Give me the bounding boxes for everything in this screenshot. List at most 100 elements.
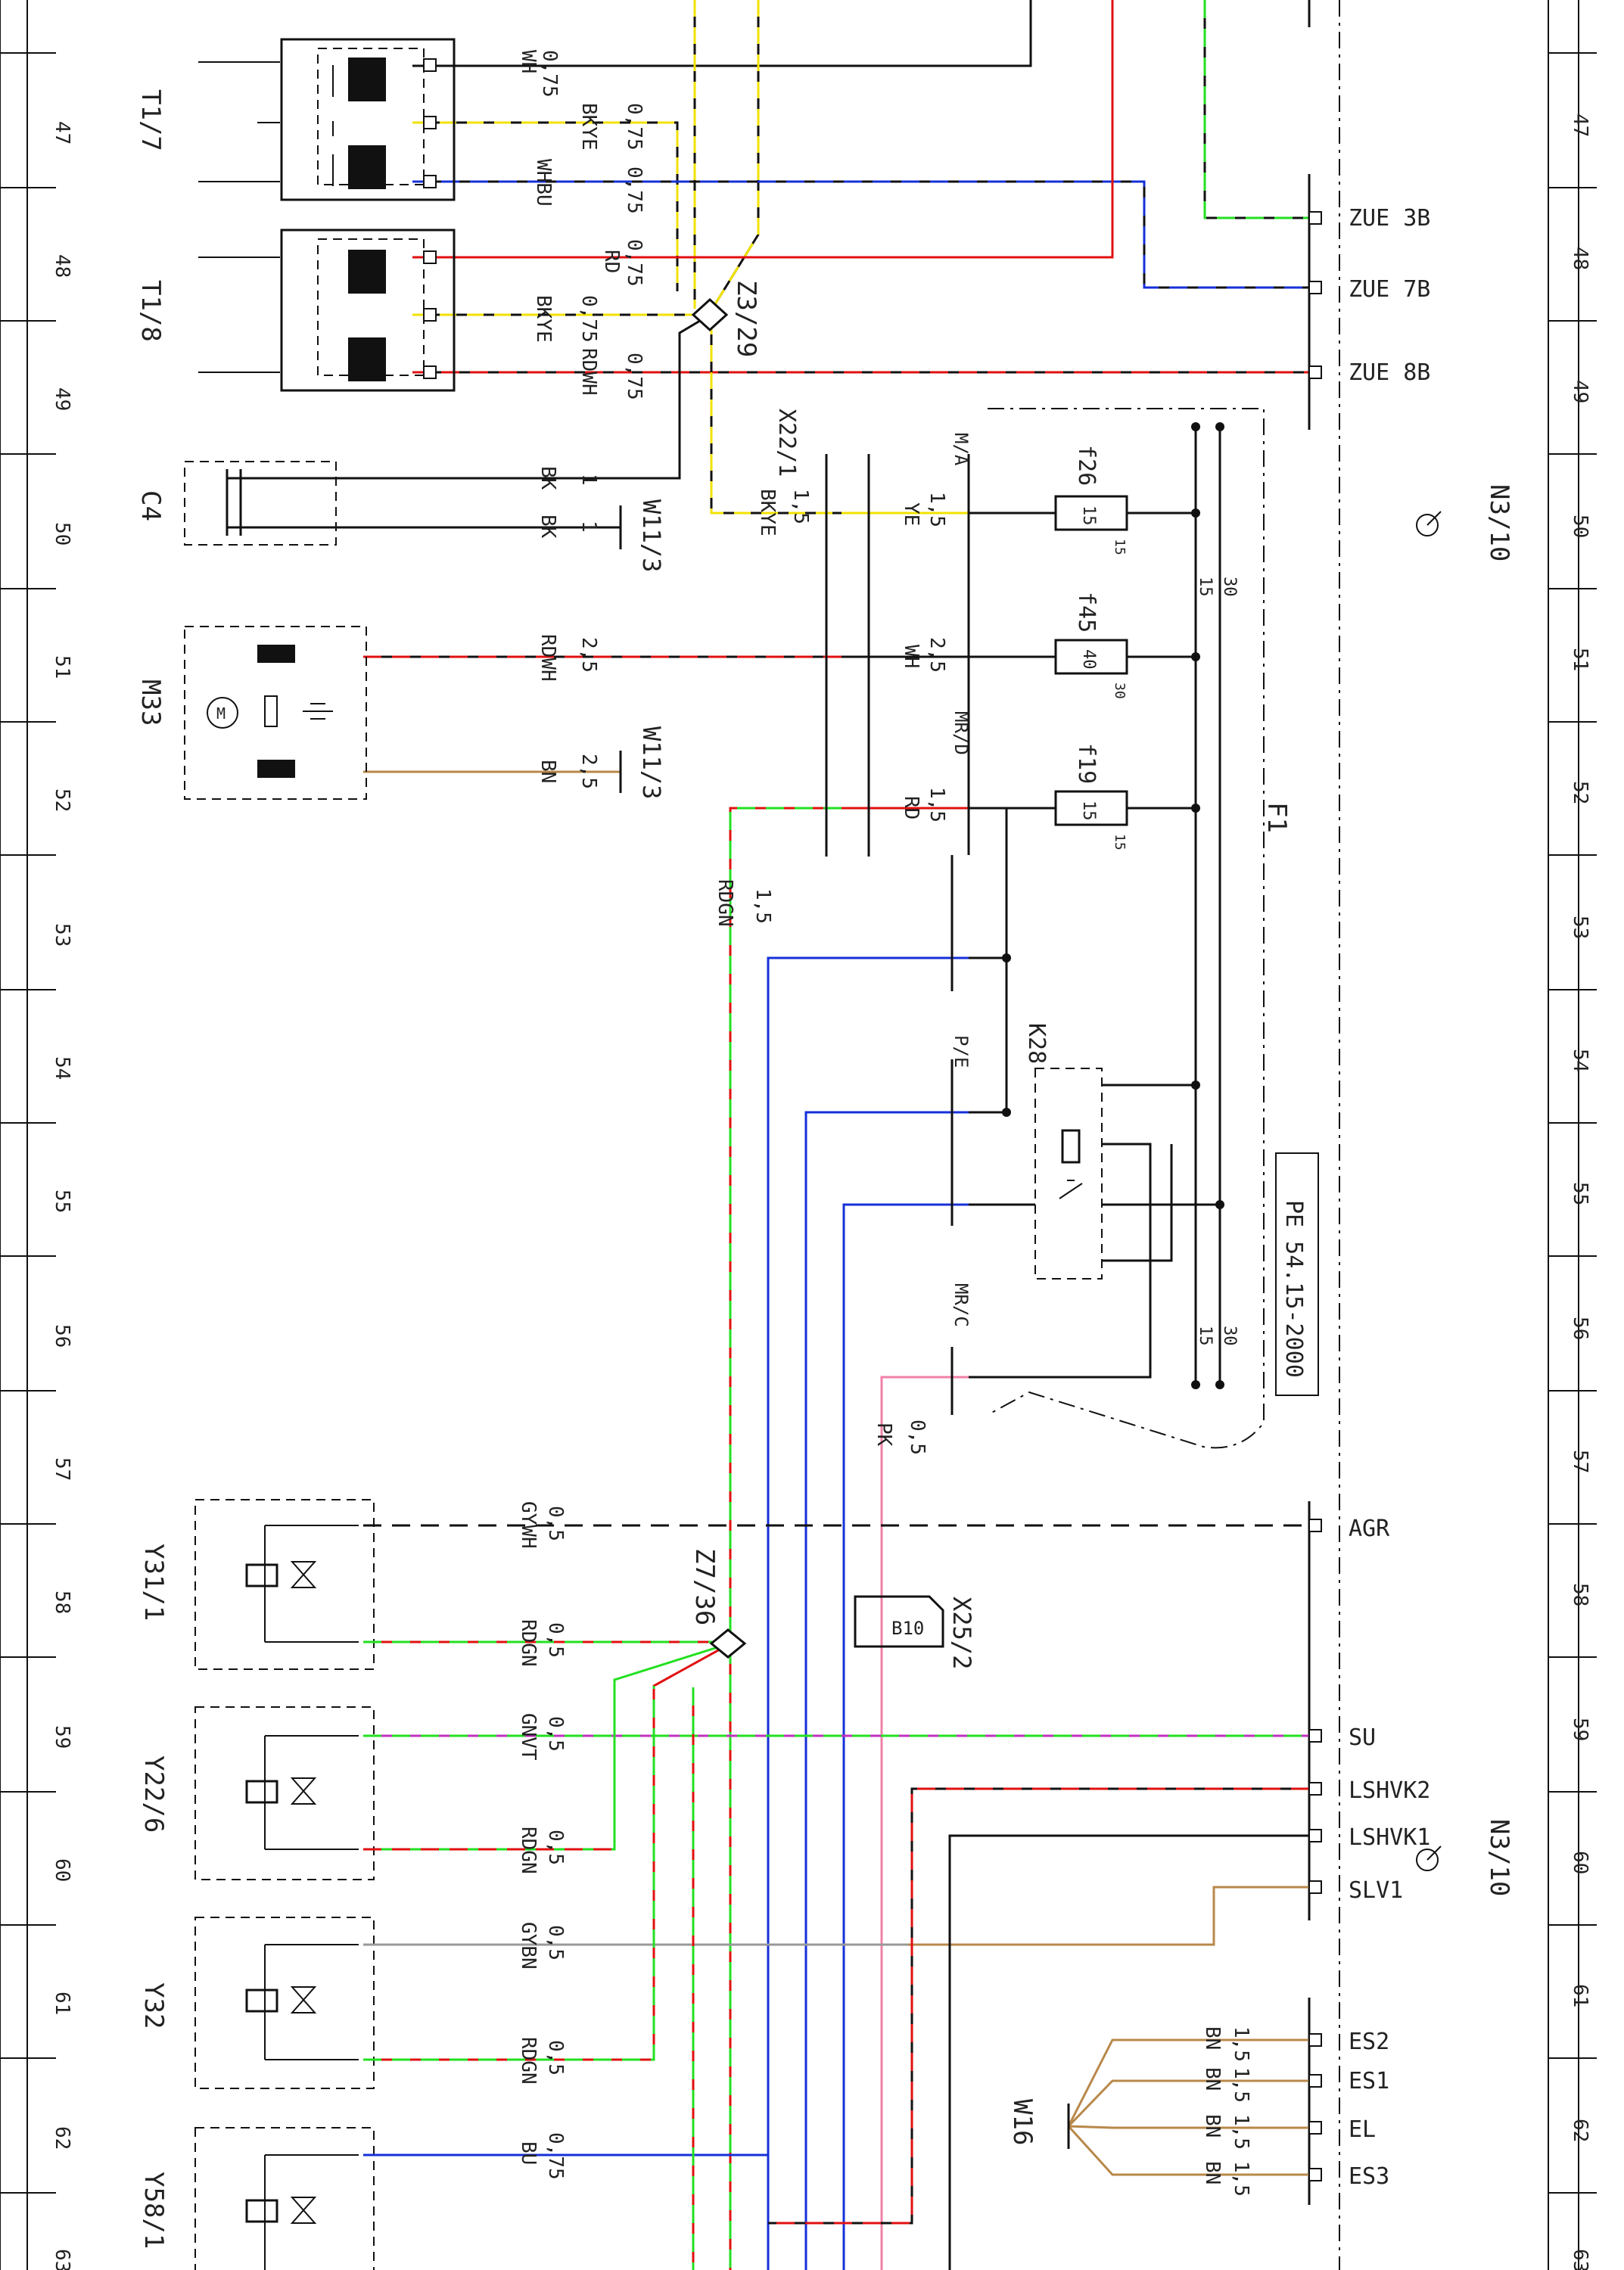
wire-label-size: 0,5 bbox=[544, 2040, 567, 2076]
pin-es1: ES1 bbox=[1349, 2068, 1389, 2094]
wire-label-size: 1,5 bbox=[1230, 2114, 1252, 2150]
row-num: 60 bbox=[51, 1858, 73, 1882]
row-numbers-left: 47 48 49 50 51 52 53 54 55 56 57 58 59 6… bbox=[51, 121, 73, 2270]
m33-motor-symbol: M bbox=[216, 704, 226, 723]
wire-label-size: 1,5 bbox=[926, 492, 948, 527]
z7-36-label: Z7/36 bbox=[689, 1548, 720, 1625]
wire-label-size: 0,75 bbox=[577, 295, 600, 343]
wire-label-color: RDWH bbox=[537, 634, 559, 682]
wire-label-size: 0,5 bbox=[544, 1925, 567, 1961]
bus-15-top: 15 bbox=[1196, 577, 1215, 597]
wire-label-color: YE bbox=[900, 502, 922, 526]
wire-label-size: 1,5 bbox=[1230, 2026, 1252, 2062]
wire-label-color: WHBU bbox=[532, 159, 555, 207]
x25-2-label: X25/2 bbox=[947, 1597, 976, 1669]
row-num: 62 bbox=[1569, 2119, 1591, 2142]
fuse-f26: 15 f26 15 bbox=[969, 445, 1196, 555]
row-num: 55 bbox=[1569, 1182, 1591, 1205]
wire-label-size: 0,75 bbox=[623, 166, 646, 214]
wire-label-color: BN bbox=[1201, 2114, 1224, 2138]
wire-label-color: BKYE bbox=[532, 295, 555, 343]
row-num: 53 bbox=[51, 923, 73, 947]
wire-label-color: WH bbox=[900, 645, 922, 668]
wire-label-color: GYBN bbox=[517, 1922, 540, 1970]
wire-label-color: GNVT bbox=[517, 1713, 540, 1761]
wire-label-color: BK bbox=[537, 466, 559, 490]
f19-label: f19 bbox=[1073, 743, 1100, 784]
wire-gybn bbox=[363, 1886, 1309, 1946]
f19-side: 15 bbox=[1112, 834, 1128, 850]
wire-label-size: 0,5 bbox=[544, 1716, 567, 1752]
wire-zue3b-stripe bbox=[1203, 0, 1309, 219]
row-num: 49 bbox=[51, 387, 73, 411]
f45-side: 30 bbox=[1112, 683, 1128, 699]
wire-bkye-1-stripe bbox=[412, 121, 679, 291]
pin-slv1: SLV1 bbox=[1349, 1877, 1403, 1904]
m33-motor: M M33 bbox=[135, 626, 367, 800]
z3-29-label: Z3/29 bbox=[731, 280, 761, 357]
left-border bbox=[0, 0, 56, 2270]
wire-lshvk1 bbox=[948, 1834, 1309, 2270]
pin-lshvk2: LSHVK2 bbox=[1349, 1777, 1430, 1804]
wire-rd bbox=[412, 0, 1114, 259]
wiring-bottom bbox=[363, 1524, 1309, 2270]
row-num: 55 bbox=[51, 1189, 73, 1213]
k28-relay: K28 bbox=[969, 1023, 1220, 1379]
row-num: 60 bbox=[1569, 1851, 1591, 1874]
row-num: 58 bbox=[51, 1591, 73, 1614]
wire-blue-1 bbox=[767, 956, 969, 2270]
wire-label-color: RDGN bbox=[517, 1827, 540, 1874]
f1-module: F1 bbox=[950, 408, 1292, 1449]
wire-wh bbox=[412, 0, 1032, 67]
wire-w16-es2 bbox=[1067, 2038, 1309, 2127]
row-num: 59 bbox=[51, 1725, 73, 1749]
pin-agr: AGR bbox=[1349, 1516, 1390, 1542]
row-num: 47 bbox=[51, 121, 73, 145]
row-num: 58 bbox=[1569, 1583, 1591, 1606]
row-num: 47 bbox=[1569, 114, 1591, 137]
wire-w16-el bbox=[1068, 2125, 1309, 2129]
right-border bbox=[1548, 0, 1597, 2270]
wire-label-color: RD bbox=[600, 250, 623, 273]
pin-zue7b: ZUE 7B bbox=[1349, 276, 1430, 303]
row-num: 59 bbox=[1569, 1718, 1591, 1741]
row-num: 50 bbox=[1569, 515, 1591, 538]
y32-label: Y32 bbox=[138, 1982, 169, 2029]
bus-30-bottom: 30 bbox=[1220, 1326, 1239, 1346]
row-num: 57 bbox=[51, 1457, 73, 1481]
wire-label-color: RDGN bbox=[517, 2037, 540, 2085]
row-num: 48 bbox=[51, 254, 73, 278]
fuse-f45: 40 f45 30 bbox=[969, 592, 1196, 699]
wire-label-color: BN bbox=[1201, 2026, 1224, 2050]
wire-label-size: 1 bbox=[577, 521, 600, 533]
f45-label: f45 bbox=[1073, 592, 1100, 633]
wire-label-color: BN bbox=[537, 760, 559, 783]
row-num: 52 bbox=[1569, 781, 1591, 804]
wire-label-size: 0,5 bbox=[544, 1622, 567, 1658]
wire-labels: 0,75 WH 0,75 BKYE 0,75 WHBU 0,75 RD 0,75… bbox=[517, 50, 1252, 2197]
ground-reference-icon bbox=[1416, 511, 1442, 536]
section-pe: P/E bbox=[950, 1035, 972, 1068]
wire-bundle-b-stripe bbox=[710, 0, 760, 311]
fuse-f19: 15 f19 15 bbox=[969, 743, 1196, 850]
z3-29-splice: Z3/29 bbox=[691, 280, 761, 357]
wire-label-size: 0,75 bbox=[538, 50, 561, 98]
wire-bk-c4 bbox=[337, 315, 708, 480]
y31-1-label: Y31/1 bbox=[138, 1544, 169, 1621]
wire-label-size: 1,5 bbox=[751, 888, 774, 924]
wire-whbu-stripe bbox=[412, 180, 1309, 289]
section-ma: M/A bbox=[950, 433, 972, 466]
t1-8-label: T1/8 bbox=[135, 280, 166, 342]
valve-y58-1: Y58/1 bbox=[138, 2127, 375, 2270]
row-num: 63 bbox=[1569, 2249, 1591, 2270]
wire-label-size: 1,5 bbox=[1230, 2161, 1252, 2197]
f26-value: 15 bbox=[1079, 505, 1098, 526]
wire-label-size: 1 bbox=[577, 474, 600, 486]
wire-pink bbox=[880, 1376, 969, 2270]
row-num: 52 bbox=[51, 788, 73, 812]
bus-labels: 30 15 30 15 bbox=[1196, 577, 1239, 1346]
pe-reference-text: PE 54.15-2000 bbox=[1280, 1200, 1307, 1378]
wire-label-size: 0,75 bbox=[623, 103, 646, 151]
wire-label-color: RDGN bbox=[517, 1619, 540, 1667]
